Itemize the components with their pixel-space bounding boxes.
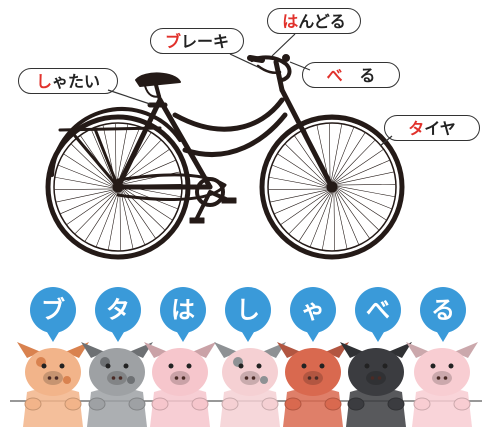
front-fender xyxy=(266,115,402,172)
label-brake: ブレーキ xyxy=(150,28,244,54)
label-handle-text: んどる xyxy=(298,12,346,31)
title-char-bubble: は xyxy=(160,287,206,342)
gray-pig xyxy=(81,342,153,427)
label-frame-text: ゃたい xyxy=(52,72,101,91)
label-frame: しゃたい xyxy=(18,68,118,94)
red-brown-pig xyxy=(277,342,349,427)
title-char-bubble: る xyxy=(420,287,466,342)
black-pig xyxy=(340,342,412,427)
title-char-bubble: タ xyxy=(95,287,141,342)
label-bell-highlight: べ xyxy=(326,66,343,85)
pigs-row xyxy=(10,342,482,427)
label-handle: はんどる xyxy=(267,8,361,34)
label-brake-highlight: ブ xyxy=(164,32,181,51)
label-tire-text: イヤ xyxy=(424,119,456,138)
chain-guard xyxy=(116,173,227,201)
label-brake-text: レーキ xyxy=(181,32,230,51)
label-bell-text: る xyxy=(359,66,376,85)
label-handle-highlight: は xyxy=(282,12,299,31)
handlebar-stem xyxy=(273,59,285,93)
light-pink-pig xyxy=(406,342,478,427)
label-frame-highlight: し xyxy=(35,72,52,91)
title-char-bubble: べ xyxy=(355,287,401,342)
pink-gray-spotted-pig xyxy=(214,342,286,427)
label-tire-highlight: タ xyxy=(408,119,425,138)
title-char-bubble: ブ xyxy=(30,287,76,342)
frame xyxy=(115,87,335,190)
pink-pig xyxy=(144,342,216,427)
label-tire: タイヤ xyxy=(384,115,480,141)
bell xyxy=(282,54,290,62)
label-bell: べ る xyxy=(302,62,400,88)
rear-rack xyxy=(58,126,162,189)
rear-fender xyxy=(50,107,182,177)
spotted-orange-pig xyxy=(17,342,89,427)
saddle xyxy=(135,72,181,87)
title-char-bubble: し xyxy=(225,287,271,342)
title-char-bubble: ゃ xyxy=(290,287,336,342)
title-bubbles: ブ タ は し ゃ べ る xyxy=(0,280,490,342)
bicycle-illustration xyxy=(45,54,405,260)
chainring xyxy=(195,177,225,207)
rear-wheel xyxy=(45,114,191,260)
